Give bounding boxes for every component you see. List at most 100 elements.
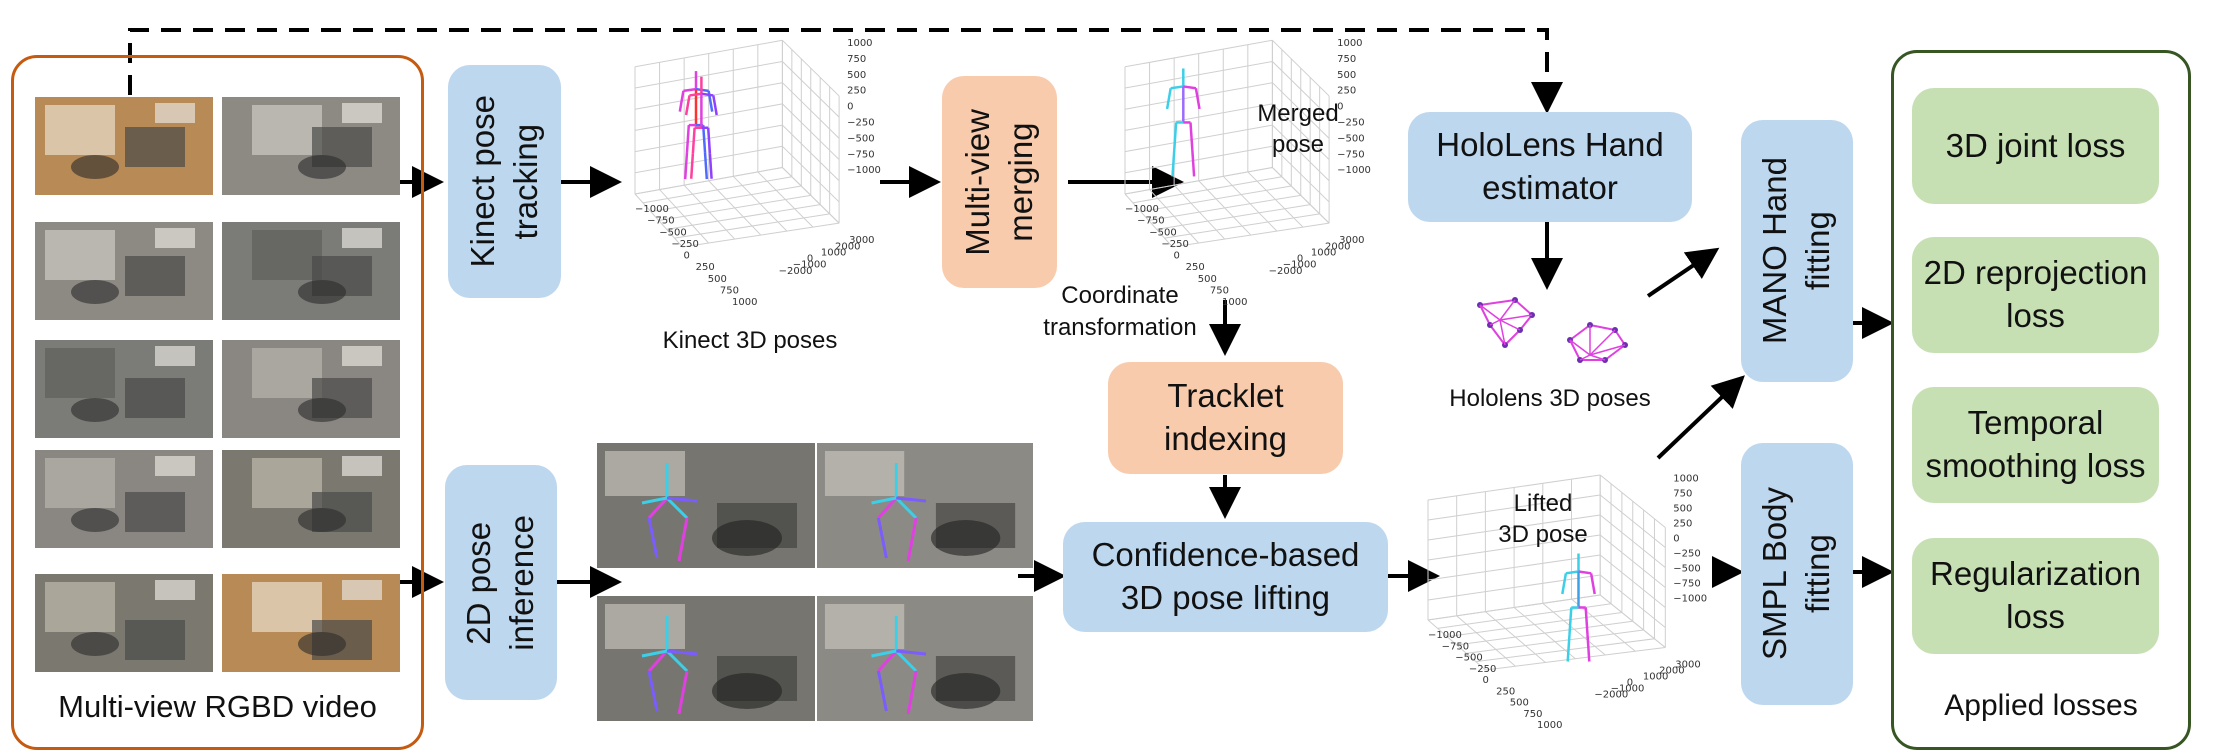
hand-bone <box>1504 329 1521 346</box>
z-tick-label: −750 <box>1337 149 1364 160</box>
y-tick-label: −2000 <box>1594 690 1628 701</box>
z-tick-label: −750 <box>847 149 874 160</box>
input-caption: Multi-view RGBD video <box>58 689 377 724</box>
z-tick-label: 750 <box>1673 489 1692 500</box>
skeleton-bone <box>1565 570 1579 575</box>
grid-line <box>634 167 783 195</box>
skeleton-bone <box>701 125 707 153</box>
skeleton-bone <box>1578 570 1592 575</box>
x-tick-label: 0 <box>1174 251 1180 262</box>
skeleton-bone <box>877 649 898 673</box>
tracklet-indexing-label: Tracklet indexing <box>1164 377 1287 457</box>
merged-pose-caption: Merged pose <box>1257 100 1339 159</box>
x-tick-label: −500 <box>1149 227 1176 238</box>
skeleton-bone <box>876 517 888 559</box>
video-thumbnail <box>222 97 400 195</box>
hand-bone <box>1569 339 1591 356</box>
skeleton-bone <box>1191 149 1196 177</box>
z-tick-label: −250 <box>847 117 874 128</box>
skeleton-bone <box>871 496 897 505</box>
x-tick-label: −250 <box>671 239 698 250</box>
grid-line <box>634 145 783 174</box>
video-thumbnail <box>222 222 400 320</box>
x-tick-label: −750 <box>647 216 674 227</box>
skeleton-bone <box>647 496 669 520</box>
skeleton-bone <box>647 649 669 673</box>
loss-item: Regularization loss <box>1912 538 2159 654</box>
video-thumbnail <box>222 574 400 672</box>
z-tick-label: 250 <box>847 86 866 97</box>
z-tick-label: −500 <box>1337 133 1364 144</box>
z-tick-label: 250 <box>1337 86 1356 97</box>
skeleton-bone <box>1173 122 1178 150</box>
hand-bone <box>1589 329 1616 356</box>
skeleton-bone <box>691 127 696 154</box>
coordinate-transformation-caption: Coordinate transformation <box>1043 282 1197 342</box>
y-tick-label: 2000 <box>1659 666 1684 677</box>
pose-inference-photo <box>597 596 815 721</box>
pose-lifting-label: Confidence-based 3D pose lifting <box>1091 536 1360 616</box>
x-tick-label: 500 <box>1198 274 1217 285</box>
x-tick-label: −250 <box>1469 664 1496 675</box>
skeleton-bone <box>666 496 698 503</box>
skeleton-bone <box>1568 607 1573 635</box>
hand-bone <box>1479 299 1516 306</box>
skeleton-bone <box>1561 573 1568 595</box>
x-tick-label: 250 <box>1186 262 1205 273</box>
z-tick-label: −1000 <box>1673 594 1707 605</box>
hand-bone <box>1479 304 1501 321</box>
skeleton-bone <box>895 496 918 520</box>
y-tick-label: 2000 <box>1325 241 1350 252</box>
x-tick-label: −750 <box>1137 216 1164 227</box>
x-tick-label: −500 <box>1455 653 1482 664</box>
grid-line <box>1124 167 1273 195</box>
losses-frame <box>1891 50 2191 750</box>
x-tick-label: −750 <box>1442 641 1469 652</box>
lifted-pose-caption: Lifted 3D pose <box>1498 490 1588 549</box>
hand-bone <box>1589 324 1616 331</box>
multiview-merging-box: Multi-view merging <box>942 76 1057 288</box>
skeleton-bone <box>871 649 897 658</box>
z-tick-label: 0 <box>847 102 853 113</box>
x-tick-label: 750 <box>1523 709 1542 720</box>
grid-line <box>732 175 788 232</box>
skeleton-bone <box>1189 122 1194 150</box>
z-tick-label: 500 <box>1673 504 1692 515</box>
grid-line <box>682 222 840 248</box>
skeleton-bone <box>1194 88 1201 110</box>
skeleton-bone <box>677 670 689 715</box>
skeleton-bone <box>677 517 689 562</box>
grid-line <box>1599 574 1666 628</box>
hololens-estimator-box: HoloLens Hand estimator <box>1408 112 1692 222</box>
hand-bone <box>1589 354 1606 361</box>
skeleton-bone <box>895 649 918 673</box>
hand-bone <box>1519 314 1533 331</box>
grid-line <box>1599 594 1666 648</box>
pose-lifting-box: Confidence-based 3D pose lifting <box>1063 522 1388 632</box>
grid-line <box>1156 204 1311 230</box>
skeleton-bone <box>703 152 709 180</box>
x-tick-label: 500 <box>708 274 727 285</box>
z-tick-label: 500 <box>1337 70 1356 81</box>
hand-bone <box>1569 339 1581 361</box>
video-thumbnail <box>35 574 213 672</box>
kinect-pose-tracking-label: Kinect pose tracking <box>463 95 544 268</box>
hand-bone <box>1479 304 1491 326</box>
y-tick-label: 0 <box>1627 678 1633 689</box>
y-tick-label: −2000 <box>779 266 813 277</box>
skeleton-bone <box>641 496 668 505</box>
loss-item-label: Temporal smoothing loss <box>1925 404 2146 484</box>
x-tick-label: 0 <box>1483 675 1489 686</box>
hand-bone <box>1579 354 1591 361</box>
grid-line <box>666 204 821 230</box>
smpl-fitting-box: SMPL Body fitting <box>1741 443 1853 705</box>
x-tick-label: −1000 <box>1125 204 1159 215</box>
skeleton-bone <box>684 95 691 116</box>
grid-line <box>782 145 840 203</box>
z-tick-label: 1000 <box>847 38 872 49</box>
y-tick-label: 1000 <box>821 247 846 258</box>
skeleton-bone <box>666 649 698 656</box>
hand-bone <box>1489 319 1501 326</box>
skeleton-bone <box>906 517 918 562</box>
